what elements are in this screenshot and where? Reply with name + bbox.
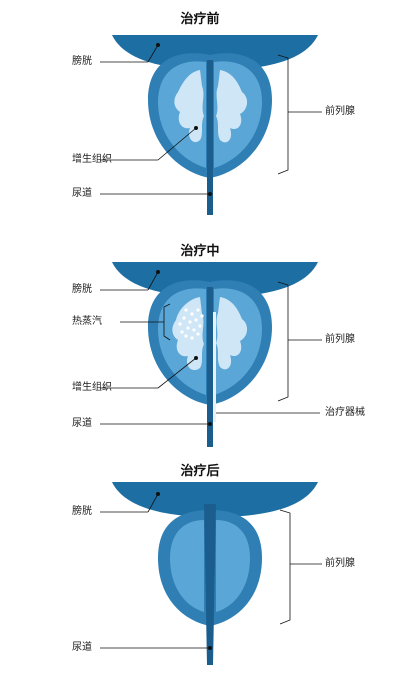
bladder-shape (112, 35, 318, 70)
diagram-before (100, 35, 322, 215)
panel-title: 治疗前 (180, 12, 220, 27)
label-device: 治疗器械 (325, 407, 365, 418)
label-prostate: 前列腺 (325, 334, 355, 345)
urethra (204, 504, 216, 665)
hyperplasia-right (216, 297, 248, 370)
panel-during: 治疗中 膀胱 热蒸汽 前列腺 增生组织 治疗器械 尿道 (0, 232, 400, 457)
label-prostate: 前列腺 (325, 106, 355, 117)
treatment-device (213, 312, 216, 422)
label-bladder: 膀胱 (72, 56, 92, 67)
panel-title: 治疗后 (180, 464, 220, 479)
hyperplasia-left (174, 70, 204, 143)
label-bladder: 膀胱 (72, 506, 92, 517)
label-urethra: 尿道 (72, 642, 92, 653)
steam-dots (178, 308, 204, 340)
panel-after: 治疗后 膀胱 前列腺 尿道 (0, 460, 400, 676)
label-urethra: 尿道 (72, 188, 92, 199)
panel-title: 治疗中 (180, 244, 220, 259)
hyperplasia-right (216, 70, 248, 143)
urethra (207, 287, 213, 447)
hyperplasia-left (172, 297, 204, 371)
prostate-inner-left (170, 520, 204, 612)
urethra (207, 60, 213, 215)
prostate-inner-right (216, 520, 250, 612)
label-hyperplasia: 增生组织 (72, 382, 112, 393)
diagram-during (100, 262, 322, 447)
label-prostate: 前列腺 (325, 558, 355, 569)
bladder-shape (112, 482, 318, 517)
label-bladder: 膀胱 (72, 284, 92, 295)
panel-before: 治疗前 膀胱 前列腺 增生组织 尿道 (0, 0, 400, 225)
diagram-after (100, 482, 322, 665)
label-steam: 热蒸汽 (72, 316, 102, 327)
label-hyperplasia: 增生组织 (72, 154, 112, 165)
label-urethra: 尿道 (72, 418, 92, 429)
bladder-shape (112, 262, 318, 297)
